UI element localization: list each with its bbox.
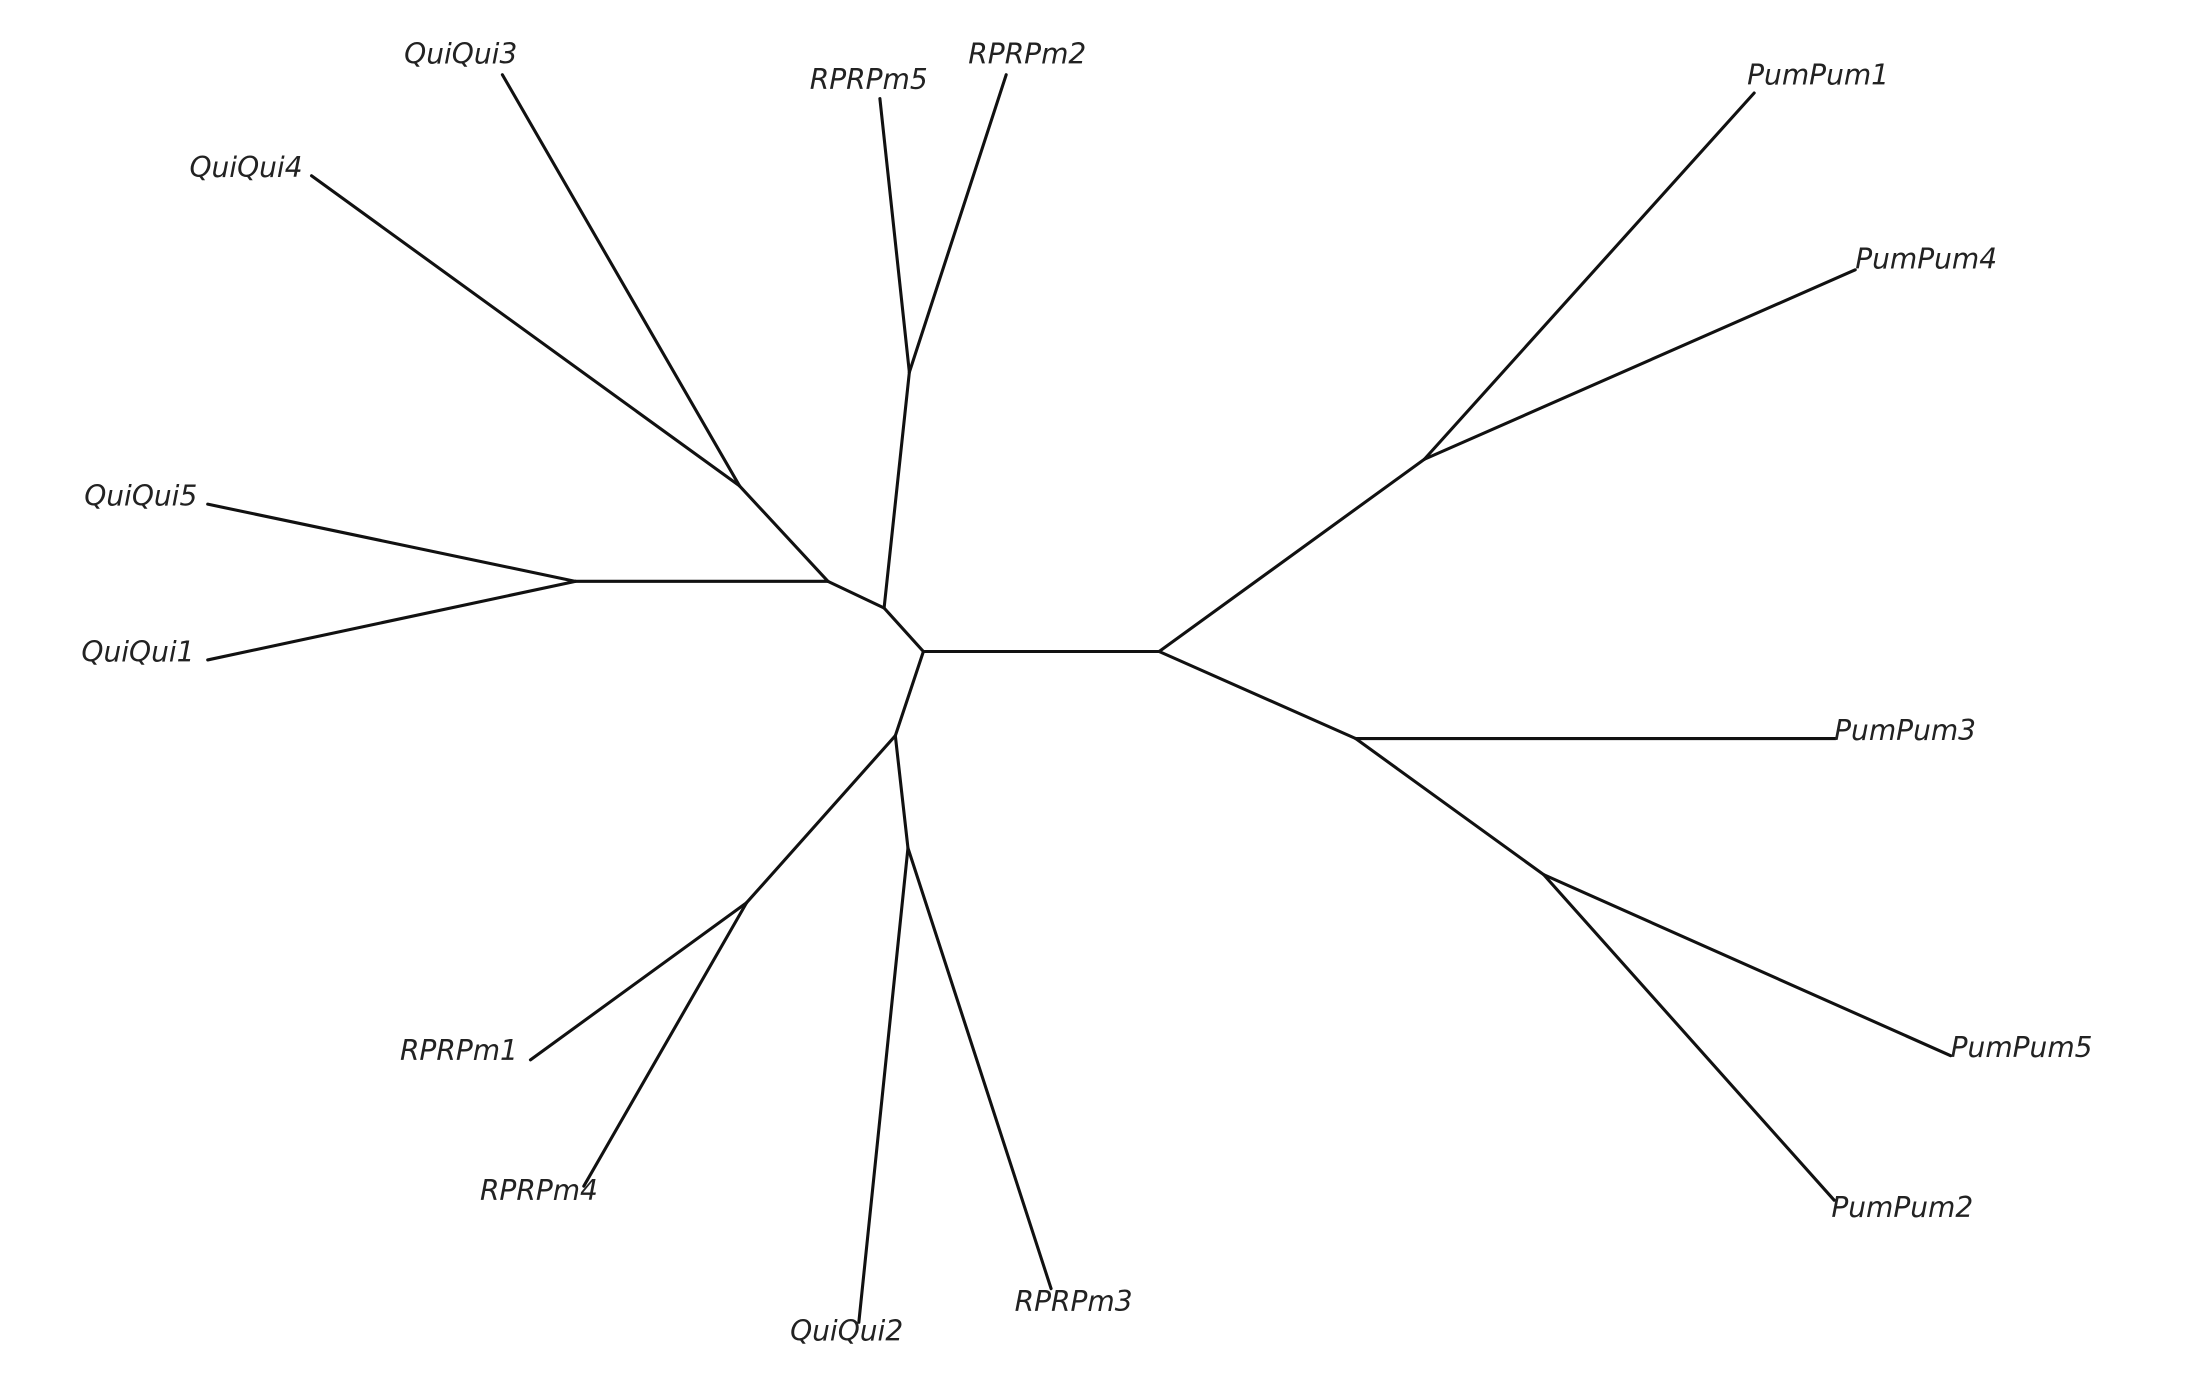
branch-n_qui-n_qui_a (738, 484, 830, 583)
branch-n1-n_rprp_a (882, 370, 911, 610)
branch-n_pum_c-PumPum5 (1542, 873, 1953, 1058)
branch-n_pum_a-PumPum4 (1422, 268, 1857, 461)
branch-n_mix-QuiQui2 (857, 846, 910, 1324)
branch-n_rprp_a-RPRPm2 (907, 73, 1008, 374)
branch-n_qui_b-QuiQui1 (206, 579, 577, 662)
leaf-label-quiqui3: QuiQui3 (404, 38, 517, 71)
branch-n_qui_a-QuiQui3 (500, 73, 742, 488)
leaf-label-quiqui4: QuiQui4 (189, 151, 302, 184)
branch-n_rprp_b-RPRPm4 (582, 901, 749, 1188)
leaf-label-rprpm3: RPRPm3 (1015, 1285, 1133, 1318)
branch-n_pum-n_pum_a (1157, 457, 1426, 654)
branch-root-n1 (882, 606, 925, 654)
leaf-label-rprpm2: RPRPm2 (968, 38, 1086, 71)
branch-n_pum_a-PumPum1 (1422, 91, 1756, 461)
leaf-label-quiqui1: QuiQui1 (81, 635, 194, 668)
branch-n1-n_qui (826, 579, 886, 610)
leaf-label-quiqui2: QuiQui2 (790, 1315, 903, 1348)
leaf-label-pumpum2: PumPum2 (1831, 1191, 1973, 1224)
branch-n_rprp_a-RPRPm5 (878, 97, 911, 374)
tree-edges (206, 73, 1953, 1324)
leaf-label-pumpum4: PumPum4 (1855, 242, 1997, 275)
branch-n2-n_mix (893, 734, 910, 850)
branch-n_pum_b-n_pum_c (1354, 736, 1546, 877)
leaf-label-quiqui5: QuiQui5 (84, 480, 197, 513)
branch-n_pum-n_pum_b (1157, 649, 1358, 741)
leaf-label-rprpm4: RPRPm4 (480, 1174, 598, 1207)
leaf-label-pumpum3: PumPum3 (1834, 714, 1976, 747)
leaf-label-pumpum1: PumPum1 (1747, 59, 1889, 92)
branch-root-n2 (893, 649, 925, 738)
branch-n_qui_b-QuiQui5 (206, 502, 577, 583)
leaf-label-rprpm5: RPRPm5 (810, 63, 928, 96)
branch-n_rprp_b-RPRPm1 (528, 901, 749, 1062)
branch-n_mix-RPRPm3 (906, 846, 1053, 1291)
branch-n_qui_a-QuiQui4 (309, 174, 742, 488)
branch-n_pum_c-PumPum2 (1542, 873, 1836, 1202)
branch-n2-n_rprp_b (745, 734, 897, 905)
leaf-label-pumpum5: PumPum5 (1951, 1031, 2093, 1064)
leaf-label-rprpm1: RPRPm1 (400, 1034, 518, 1067)
